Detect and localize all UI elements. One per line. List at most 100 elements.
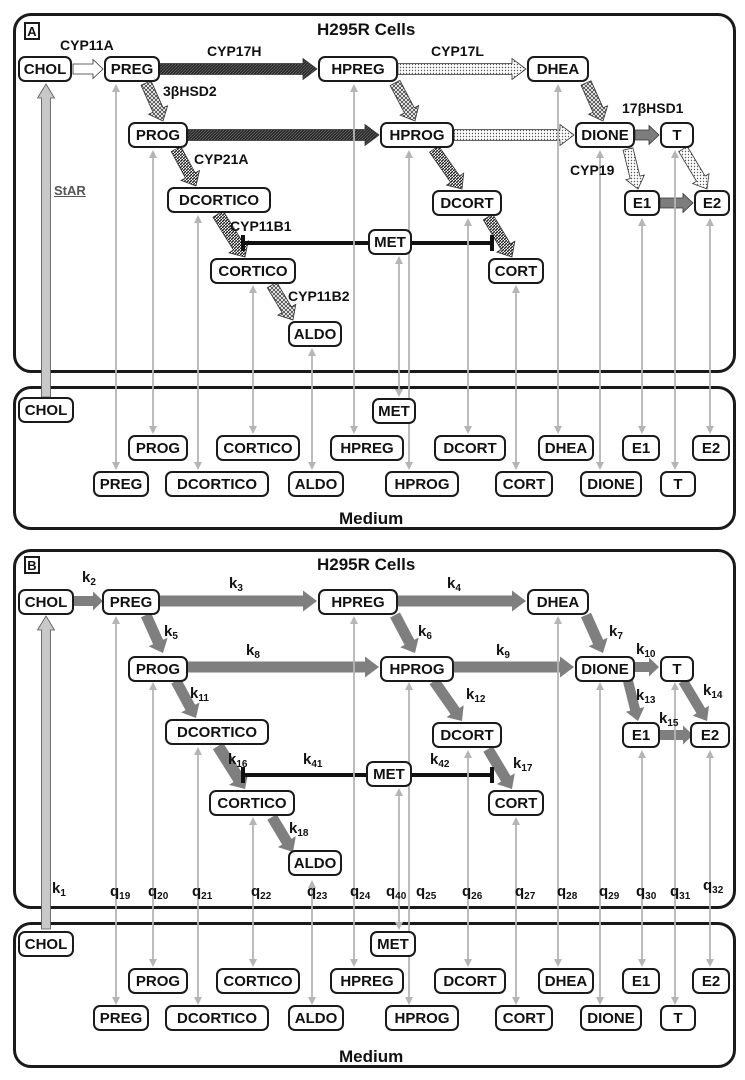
exchange-b-e2 bbox=[706, 750, 714, 967]
node-a-medium-chol: CHOL bbox=[18, 397, 74, 423]
rate-label-k7: k7 bbox=[609, 623, 623, 642]
exchange-b-cortico bbox=[249, 817, 257, 967]
node-a-cell-met: MET bbox=[368, 229, 412, 255]
node-a-medium-aldo: ALDO bbox=[288, 471, 344, 497]
transport-label-q28: q28 bbox=[557, 883, 578, 902]
enzyme-label-star: StAR bbox=[54, 183, 86, 198]
arrow-a-hprog-dione bbox=[453, 123, 575, 147]
arrow-a-prog-hprog bbox=[187, 123, 380, 147]
exchange-b-dcort bbox=[464, 750, 472, 967]
node-a-medium-dcortico: DCORTICO bbox=[165, 471, 269, 497]
exchange-b-hpreg bbox=[350, 616, 358, 967]
enzyme-label-17bhsd1: 17βHSD1 bbox=[622, 100, 684, 116]
transport-label-q27: q27 bbox=[515, 883, 536, 902]
transport-label-q23: q23 bbox=[307, 883, 328, 902]
exchange-b-met bbox=[395, 788, 403, 930]
transport-label-q29: q29 bbox=[599, 883, 620, 902]
node-a-medium-cortico: CORTICO bbox=[216, 435, 300, 461]
exchange-b-dcortico bbox=[194, 747, 202, 1005]
transport-label-q21: q21 bbox=[192, 883, 213, 902]
node-b-medium-dione: DIONE bbox=[580, 1005, 642, 1031]
transport-label-q40: q40 bbox=[386, 883, 407, 902]
node-b-medium-met: MET bbox=[370, 931, 416, 957]
node-a-cell-prog: PROG bbox=[128, 122, 188, 148]
node-a-medium-e2: E2 bbox=[692, 435, 730, 461]
panel-a-medium-title: Medium bbox=[339, 509, 404, 528]
node-b-medium-chol: CHOL bbox=[18, 931, 74, 957]
arrow-b-hpreg-hprog bbox=[390, 612, 419, 653]
exchange-b-t bbox=[671, 682, 679, 1005]
exchange-b-preg bbox=[112, 616, 120, 1005]
node-b-cell-cortico: CORTICO bbox=[209, 790, 295, 816]
transport-label-q19: q19 bbox=[110, 883, 131, 902]
panel-a-cell-compartment bbox=[13, 13, 736, 373]
node-a-medium-dhea: DHEA bbox=[538, 435, 594, 461]
enzyme-label-cyp11b2: CYP11B2 bbox=[288, 288, 350, 304]
node-b-medium-preg: PREG bbox=[93, 1005, 149, 1031]
node-b-cell-dcort: DCORT bbox=[432, 722, 502, 748]
node-a-cell-e1: E1 bbox=[624, 190, 660, 216]
exchange-b-cort bbox=[512, 817, 520, 1005]
exchange-a-prog bbox=[149, 150, 157, 434]
rate-label-k18: k18 bbox=[289, 820, 309, 839]
arrow-a-hpreg-hprog bbox=[389, 79, 420, 122]
exchange-a-met bbox=[395, 256, 403, 397]
node-b-cell-e2: E2 bbox=[690, 722, 730, 748]
node-a-cell-cortico: CORTICO bbox=[210, 258, 296, 284]
rate-label-k3: k3 bbox=[229, 575, 243, 594]
enzyme-label-cyp11b1: CYP11B1 bbox=[230, 218, 292, 234]
arrow-a-e1-e2 bbox=[659, 192, 694, 214]
exchange-a-dione bbox=[596, 150, 604, 470]
arrow-a-preg-hpreg bbox=[159, 57, 318, 81]
node-b-cell-hpreg: HPREG bbox=[318, 589, 398, 615]
rate-label-k2: k2 bbox=[82, 569, 96, 588]
arrow-b-preg-prog bbox=[141, 612, 168, 653]
arrow-b-e1-e2 bbox=[660, 725, 693, 745]
rate-label-k14: k14 bbox=[703, 682, 723, 701]
node-a-medium-preg: PREG bbox=[93, 471, 149, 497]
node-a-cell-t: T bbox=[660, 122, 694, 148]
exchange-a-preg bbox=[112, 84, 120, 470]
panel-a-tag: A bbox=[24, 22, 40, 40]
node-b-medium-aldo: ALDO bbox=[288, 1005, 344, 1031]
arrow-a-preg-prog bbox=[140, 80, 169, 122]
exchange-a-e1 bbox=[638, 218, 646, 434]
arrow-b-chol-preg bbox=[73, 591, 103, 611]
node-b-medium-cortico: CORTICO bbox=[216, 968, 300, 994]
node-a-cell-hpreg: HPREG bbox=[318, 56, 398, 82]
exchange-a-dhea bbox=[554, 84, 562, 434]
node-b-medium-hpreg: HPREG bbox=[330, 968, 404, 994]
arrow-b-hprog-dione bbox=[454, 656, 574, 678]
node-a-cell-dcortico: DCORTICO bbox=[167, 187, 271, 213]
exchange-a-e2 bbox=[706, 218, 714, 434]
exchange-a-cort bbox=[512, 285, 520, 470]
rate-label-k8: k8 bbox=[246, 642, 260, 661]
exchange-a-t bbox=[671, 150, 679, 470]
node-b-cell-dhea: DHEA bbox=[527, 589, 589, 615]
arrow-b-dhea-dione bbox=[581, 612, 608, 653]
node-a-cell-aldo: ALDO bbox=[288, 321, 342, 347]
node-b-cell-chol: CHOL bbox=[18, 589, 74, 615]
node-b-medium-cort: CORT bbox=[495, 1005, 553, 1031]
rate-label-k4: k4 bbox=[447, 575, 461, 594]
arrow-a-hprog-dcort bbox=[428, 145, 465, 190]
arrow-a-hpreg-dhea bbox=[397, 57, 527, 81]
arrow-a-dione-e1 bbox=[622, 147, 645, 190]
node-b-medium-dcortico: DCORTICO bbox=[165, 1005, 269, 1031]
node-b-medium-dhea: DHEA bbox=[538, 968, 594, 994]
arrow-a-cortico-aldo bbox=[266, 281, 297, 321]
node-b-cell-dione: DIONE bbox=[575, 656, 635, 682]
node-b-medium-e2: E2 bbox=[692, 968, 730, 994]
arrow-a-dcortico-cortico bbox=[212, 210, 249, 258]
rate-label-k42: k42 bbox=[430, 751, 450, 770]
enzyme-label-cyp19: CYP19 bbox=[570, 162, 615, 178]
rate-label-k11: k11 bbox=[190, 685, 209, 704]
node-a-medium-t: T bbox=[660, 471, 696, 497]
exchange-a-dcortico bbox=[194, 215, 202, 470]
transport-label-q30: q30 bbox=[636, 883, 657, 902]
arrow-a-dcort-cort bbox=[482, 213, 516, 258]
arrow-b-cortico-aldo bbox=[267, 814, 296, 852]
rate-label-k15: k15 bbox=[659, 710, 679, 729]
node-a-cell-dione: DIONE bbox=[575, 122, 635, 148]
node-a-cell-preg: PREG bbox=[104, 56, 160, 82]
